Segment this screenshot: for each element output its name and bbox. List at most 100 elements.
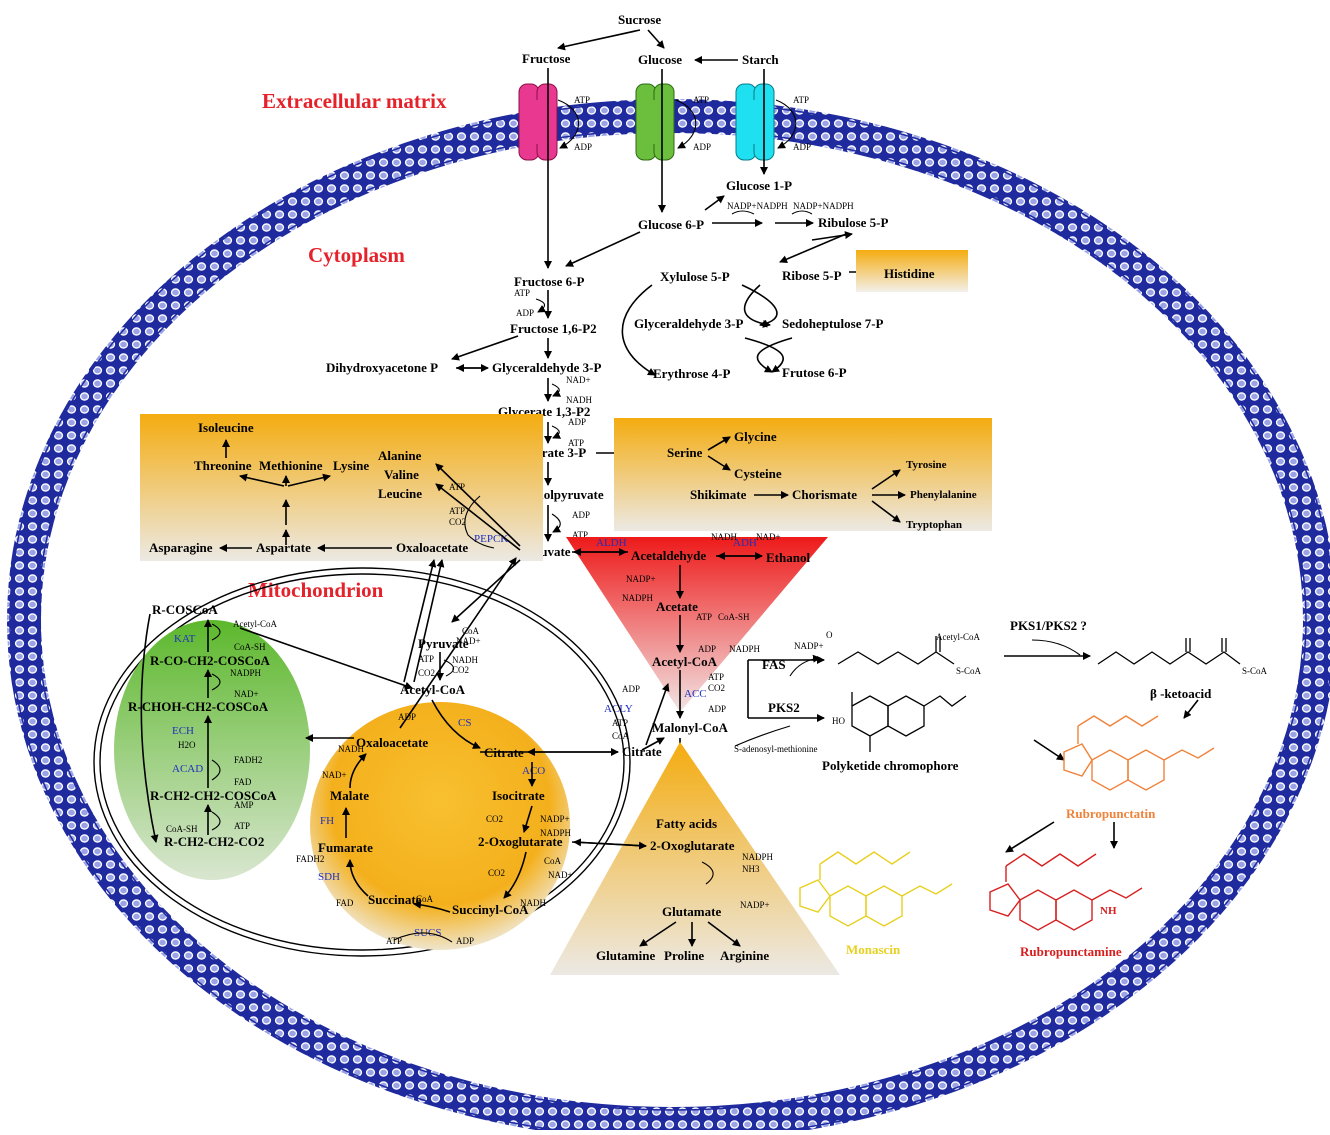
2-oxoglutarate-cytosol: 2-Oxoglutarate — [650, 838, 735, 853]
kat-enzyme: KAT — [174, 633, 196, 645]
coash-label: CoA-SH — [166, 824, 198, 834]
pks2-label: PKS2 — [768, 700, 800, 715]
atp-label: ATP — [234, 821, 250, 831]
adp-label: ADP — [456, 936, 474, 946]
adp-label: ADP — [708, 704, 726, 714]
left-amino-acid-box — [140, 414, 543, 561]
fructose: Fructose — [522, 51, 571, 66]
nadph-label: NADPH — [622, 593, 654, 603]
o-label: O — [826, 630, 833, 640]
cofactor-pair: NADP+NADPH — [793, 201, 854, 211]
nadp-label: NADP+ — [794, 641, 824, 651]
tryptophan: Tryptophan — [906, 519, 962, 531]
ethanol: Ethanol — [766, 550, 810, 565]
nh3-label: NH3 — [742, 864, 760, 874]
glucose: Glucose — [638, 52, 682, 67]
proline: Proline — [664, 948, 704, 963]
atp-label: ATP — [612, 718, 628, 728]
nadh-label: NADH — [566, 395, 592, 405]
sam-label: S-adenosyl-methionine — [734, 744, 817, 754]
adp-label: ADP — [516, 308, 534, 318]
succinate: Succinate — [368, 892, 422, 907]
xylulose-5-p: Xylulose 5-P — [660, 269, 730, 284]
cofactor-pair: NADP+NADPH — [727, 201, 788, 211]
coa-label: CoA — [612, 731, 630, 741]
shikimate: Shikimate — [690, 487, 747, 502]
atp-label: ATP — [708, 672, 724, 682]
atp-label: ATP — [693, 95, 709, 105]
nadp-label: NADP+ — [740, 900, 770, 910]
right-amino-arrows — [707, 436, 906, 523]
adp-label: ADP — [793, 142, 811, 152]
co2-label: CO2 — [452, 665, 469, 675]
glutamate: Glutamate — [662, 904, 721, 919]
mitochondrion-inner-membrane — [99, 573, 625, 951]
nad-label: NAD+ — [456, 636, 481, 646]
acly-enzyme: ACLY — [604, 703, 633, 715]
chromophore-structure — [851, 692, 967, 752]
acetylcoa-small: Acetyl-CoA — [936, 632, 980, 642]
r-ch2-ch2-co2: R-CH2-CH2-CO2 — [164, 834, 264, 849]
ppp-glyceraldehyde-3-p: Glyceraldehyde 3-P — [634, 316, 743, 331]
nadh-label: NADH — [338, 744, 364, 754]
alanine: Alanine — [378, 448, 422, 463]
atp-label: ATP — [696, 612, 712, 622]
fructose-6-p: Fructose 6-P — [514, 274, 584, 289]
pyruvate-mito: Pyruvate — [418, 636, 469, 651]
starch-transporter — [735, 83, 775, 161]
ribulose-5-p: Ribulose 5-P — [818, 215, 888, 230]
glucose-6-p: Glucose 6-P — [638, 217, 704, 232]
glucose-1-p: Glucose 1-P — [726, 178, 792, 193]
phenylalanine: Phenylalanine — [910, 489, 977, 501]
nad-label: NAD+ — [234, 689, 259, 699]
acad-enzyme: ACAD — [172, 763, 203, 775]
nadph-label: NADPH — [729, 644, 761, 654]
mitochondrion-outer-membrane — [93, 567, 631, 957]
adp-label: ADP — [622, 684, 640, 694]
citrate-cytosol: Citrate — [622, 744, 662, 759]
frutose-6-p: Frutose 6-P — [782, 365, 847, 380]
nadh-label: NADH — [711, 532, 737, 542]
lysine: Lysine — [333, 458, 369, 473]
sedoheptulose-7-p: Sedoheptulose 7-P — [782, 316, 884, 331]
acetate: Acetate — [656, 599, 698, 614]
glycine: Glycine — [734, 429, 777, 444]
acetyl-coa: Acetyl-CoA — [652, 654, 718, 669]
asparagine: Asparagine — [149, 540, 213, 555]
acetaldehyde: Acetaldehyde — [631, 548, 706, 563]
mitochondrion-label: Mitochondrion — [248, 578, 384, 602]
atp-label: ATP — [572, 530, 588, 540]
succinyl-coa: Succinyl-CoA — [452, 902, 529, 917]
rubropunctatin-structure — [1063, 715, 1215, 791]
nadp-label: NADP+ — [626, 574, 656, 584]
cysteine: Cysteine — [734, 466, 782, 481]
extracellular-matrix-label: Extracellular matrix — [262, 89, 447, 113]
beta-ketoacid: β -ketoacid — [1150, 686, 1212, 701]
atp-label: ATP — [418, 654, 434, 664]
monascin-structure — [799, 851, 953, 927]
atp-label: ATP — [386, 936, 402, 946]
2-oxoglutarate-mito: 2-Oxoglutarate — [478, 834, 563, 849]
tca-cycle-region — [310, 702, 570, 950]
polyketide-chromophore: Polyketide chromophore — [822, 758, 959, 773]
nad-label: NAD+ — [548, 870, 573, 880]
rubropunctatin: Rubropunctatin — [1066, 806, 1156, 821]
atp-label: ATP — [574, 95, 590, 105]
tyrosine: Tyrosine — [906, 459, 947, 471]
adp-label: ADP — [698, 644, 716, 654]
atp-label: ATP — [449, 506, 465, 516]
r-ch2-ch2-coscoa: R-CH2-CH2-COSCoA — [150, 788, 277, 803]
co2-label: CO2 — [449, 517, 466, 527]
threonine: Threonine — [194, 458, 252, 473]
glyceraldehyde-3-p: Glyceraldehyde 3-P — [492, 360, 601, 375]
co2-label: CO2 — [488, 868, 505, 878]
right-amino-acid-box — [614, 418, 992, 531]
dihydroxyacetone-p: Dihydroxyacetone P — [326, 360, 438, 375]
coa-label: CoA — [416, 894, 434, 904]
fumarate: Fumarate — [318, 840, 373, 855]
pepck-enzyme: PEPCK — [474, 533, 508, 545]
starch: Starch — [742, 52, 779, 67]
malonyl-coa: Malonyl-CoA — [652, 720, 728, 735]
